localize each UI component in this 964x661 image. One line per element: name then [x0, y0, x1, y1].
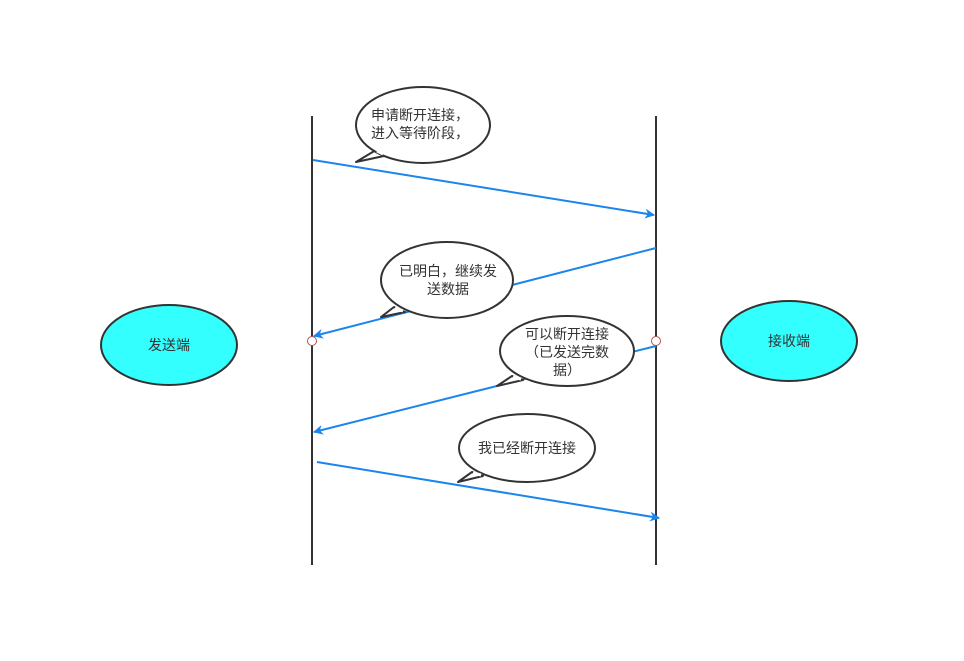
message-1-line-1: 申请断开连接，: [371, 107, 469, 124]
message-3-line-1: 可以断开连接: [525, 326, 609, 343]
message-2-line-2: 送数据: [427, 282, 469, 298]
message-2-callout[interactable]: 已明白，继续发 送数据: [380, 241, 514, 319]
message-1-callout[interactable]: 申请断开连接， 进入等待阶段，: [355, 86, 491, 164]
message-4-callout[interactable]: 我已经断开连接: [457, 413, 596, 483]
message-2-line-1: 已明白，继续发: [399, 263, 497, 280]
sender-actor-label: 发送端: [148, 338, 190, 354]
message-3-line-2: （已发送完数: [525, 345, 609, 361]
sender-actor[interactable]: 发送端: [100, 304, 238, 386]
message-3-line-3: 据）: [553, 363, 581, 379]
message-4-arrow[interactable]: [316, 461, 660, 522]
message-1-arrow[interactable]: [312, 159, 655, 219]
sender-anchor-point[interactable]: [307, 336, 317, 346]
message-1-line-2: 进入等待阶段，: [371, 125, 469, 142]
message-3-callout[interactable]: 可以断开连接 （已发送完数 据）: [496, 315, 635, 387]
receiver-anchor-point[interactable]: [651, 336, 661, 346]
message-4-line-1: 我已经断开连接: [478, 440, 576, 457]
receiver-actor-label: 接收端: [768, 333, 810, 350]
receiver-actor[interactable]: 接收端: [720, 300, 858, 382]
